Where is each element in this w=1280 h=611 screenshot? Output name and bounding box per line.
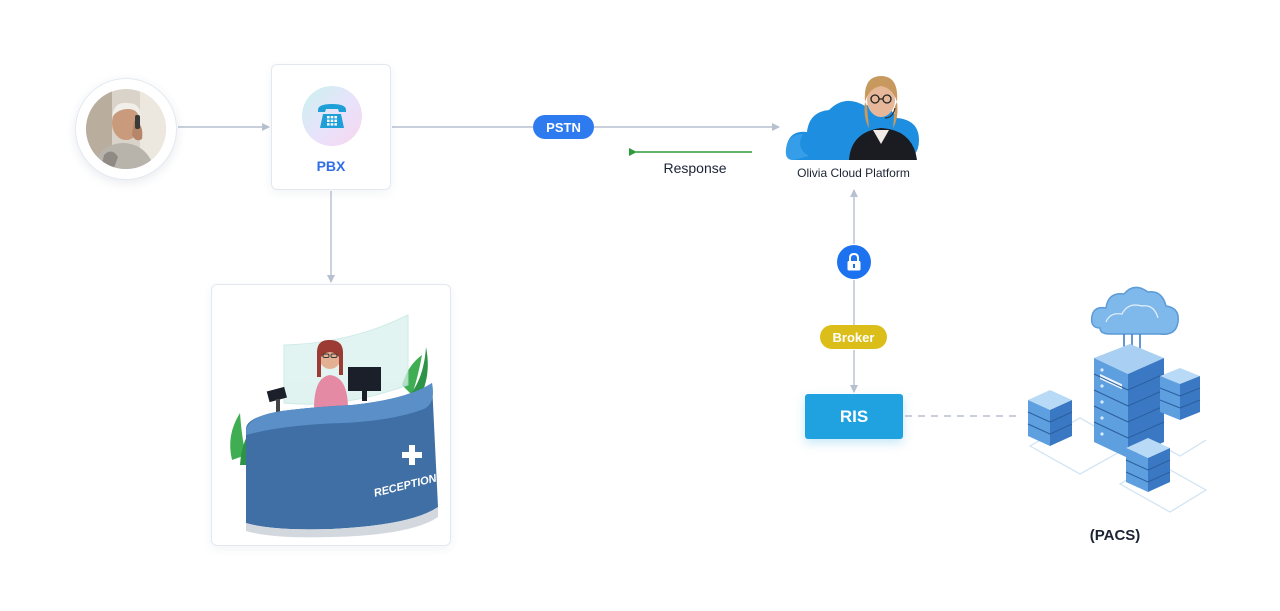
broker-label: Broker [820, 325, 887, 349]
reception-node: RECEPTION [211, 284, 451, 546]
response-label: Response [663, 160, 727, 176]
pacs-node [1020, 278, 1210, 516]
caller-avatar [75, 78, 177, 180]
lock-icon [847, 253, 861, 271]
elderly-man-on-phone-photo [86, 89, 166, 169]
pbx-icon-badge [302, 86, 362, 146]
telephone-icon [318, 104, 346, 128]
pbx-label: PBX [316, 158, 346, 174]
ris-node: RIS [805, 394, 903, 439]
pacs-label: (PACS) [1089, 527, 1141, 544]
pstn-label: PSTN [533, 115, 594, 139]
cloud-with-agent-avatar [785, 76, 919, 160]
olivia-cloud-label: Olivia Cloud Platform [797, 166, 910, 180]
server-stack-cloud-illustration [1027, 286, 1208, 513]
olivia-cloud-node [785, 70, 925, 166]
secure-connection-badge [837, 245, 871, 279]
reception-desk-illustration: RECEPTION [230, 314, 439, 538]
pbx-node: PBX [271, 64, 391, 190]
